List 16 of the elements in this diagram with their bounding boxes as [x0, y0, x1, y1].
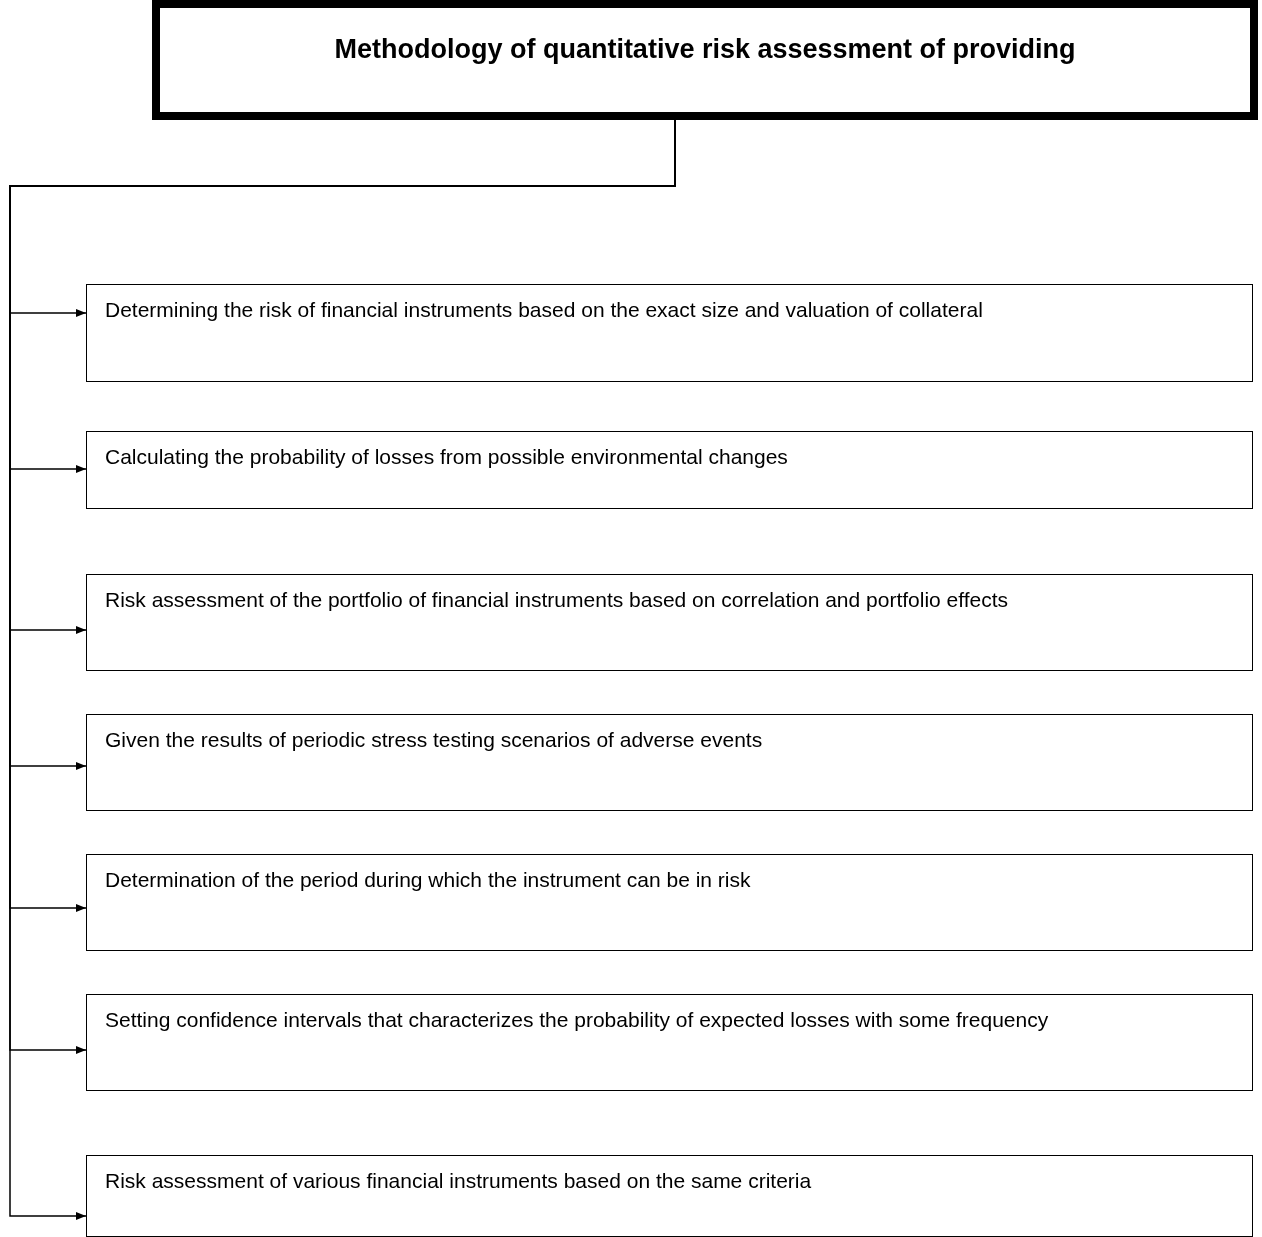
- step-box: [86, 1155, 1253, 1237]
- step-box: [86, 431, 1253, 509]
- step-box: [86, 854, 1253, 951]
- step-text: Risk assessment of various financial instruments based on the same criteria: [105, 1168, 812, 1194]
- box-heading: Methodology of quantitative risk assessment of providing: [334, 34, 1076, 65]
- step-box: [86, 994, 1253, 1091]
- step-box: [86, 714, 1253, 811]
- step-text: Determining the risk of financial instruments based on the exact size and valuation of collateral: [105, 297, 983, 323]
- step-text: Risk assessment of the portfolio of financial instruments based on correlation and portfolio effects: [105, 587, 1009, 613]
- step-text: Given the results of periodic stress testing scenarios of adverse events: [105, 727, 763, 753]
- step-box: [86, 284, 1253, 382]
- step-text: Determination of the period during which the instrument can be in risk: [105, 867, 751, 893]
- step-text: Setting confidence intervals that characterizes the probability of expected losses with some frequency: [105, 1007, 1049, 1033]
- step-box: [86, 574, 1253, 671]
- title-box: [152, 0, 1258, 120]
- step-text: Calculating the probability of losses from possible environmental changes: [105, 444, 788, 470]
